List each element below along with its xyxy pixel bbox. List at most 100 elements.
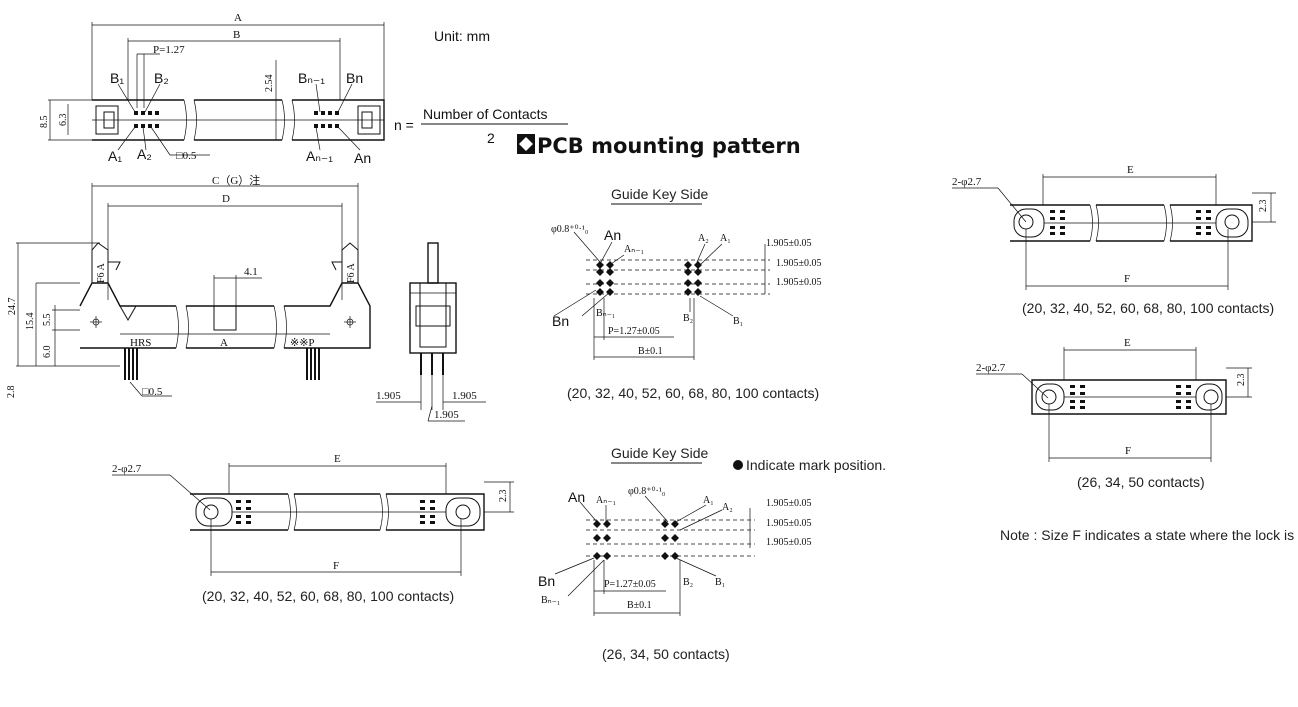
pcb-top-pitch: P=1.27±0.05 xyxy=(608,326,660,337)
right-view-bottom: E 2-φ2.7 2.3 F (26, 34, 50 contacts) xyxy=(976,337,1252,490)
suffix-label: ※※P xyxy=(290,337,315,349)
label-a1: A₁ xyxy=(108,148,122,164)
pcb-bottom-caption: (26, 34, 50 contacts) xyxy=(602,646,730,662)
dim-c-label: C（G）注 xyxy=(212,173,260,187)
height-28: 2.8 xyxy=(6,386,17,399)
contacts-formula: n = Number of Contacts 2 xyxy=(394,106,568,146)
section-title-text: PCB mounting pattern xyxy=(537,134,801,158)
side-view: 1.905 1.905 1.905 xyxy=(376,242,486,422)
front-pin-size: □0.5 xyxy=(142,386,163,398)
pcb-top-a2: A₂ xyxy=(698,233,709,244)
side-dim-left: 1.905 xyxy=(376,390,401,402)
pcb-bottom-b1: B₁ xyxy=(715,577,725,588)
top-view-pins xyxy=(134,111,339,128)
left-caption: (20, 32, 40, 52, 60, 68, 80, 100 contact… xyxy=(202,588,454,604)
pcb-bottom-an1: Aₙ₋₁ xyxy=(596,495,616,506)
height-63: 6.3 xyxy=(58,114,69,127)
rt-e-label: E xyxy=(1127,164,1134,176)
dim-41-label: 4.1 xyxy=(244,266,258,278)
left-e-label: E xyxy=(334,453,341,465)
left-h-label: 2.3 xyxy=(498,490,509,503)
pcb-top-an: An xyxy=(604,227,621,243)
pcb-bottom-pitch: P=1.27±0.05 xyxy=(604,579,656,590)
height-55: 5.5 xyxy=(42,314,53,327)
pcb-pattern-top: Guide Key Side φ0.8⁺⁰·¹₀ An Aₙ₋₁ A₂ A₁ 1… xyxy=(551,186,822,401)
right-view-top: E 2-φ2.7 2.3 F (20, 32, 40, 52, 60, 68, … xyxy=(952,164,1276,316)
latch-mark-left: F6 A xyxy=(96,262,107,283)
rb-e-label: E xyxy=(1124,337,1131,349)
top-view: A B P=1.27 8.5 6.3 2.54 xyxy=(39,12,385,166)
unit-label: Unit: mm xyxy=(434,28,490,44)
rt-h-label: 2.3 xyxy=(1258,200,1269,213)
left-contacts xyxy=(236,500,435,524)
pitch-label: P=1.27 xyxy=(153,44,185,56)
pcb-pattern-bottom: Guide Key Side Indicate mark position. φ… xyxy=(538,445,886,662)
lock-note: Note : Size F indicates a state where th… xyxy=(1000,527,1298,543)
hole-size-bottom: φ0.8⁺⁰·¹₀ xyxy=(628,486,666,497)
rt-f-label: F xyxy=(1124,273,1130,285)
pin-size-label: □0.5 xyxy=(176,150,197,162)
formula-numerator: Number of Contacts xyxy=(423,106,548,122)
pcb-bottom-btol: B±0.1 xyxy=(627,600,652,611)
left-f-label: F xyxy=(333,560,339,572)
pcb-bottom-bn1: Bₙ₋₁ xyxy=(541,595,560,606)
label-a2: A₂ xyxy=(137,146,152,162)
rb-h-label: 2.3 xyxy=(1236,374,1247,387)
section-title: PCB mounting pattern xyxy=(517,134,801,158)
pcb-top-caption: (20, 32, 40, 52, 60, 68, 80, 100 contact… xyxy=(567,385,819,401)
rb-caption: (26, 34, 50 contacts) xyxy=(1077,474,1205,490)
middle-label: A xyxy=(220,337,228,349)
pcb-top-s1: 1.905±0.05 xyxy=(766,238,812,249)
dim-d-label: D xyxy=(222,193,230,205)
pcb-bottom-a2: A₂ xyxy=(722,502,733,513)
front-view-pins xyxy=(124,348,320,380)
pcb-top-btol: B±0.1 xyxy=(638,346,663,357)
left-holes-label: 2-φ2.7 xyxy=(112,463,142,475)
height-247: 24.7 xyxy=(7,298,18,316)
rb-contacts xyxy=(1070,385,1191,409)
rt-caption: (20, 32, 40, 52, 60, 68, 80, 100 contact… xyxy=(1022,300,1274,316)
label-bn: Bn xyxy=(346,70,363,86)
height-60: 6.0 xyxy=(42,346,53,359)
pcb-bottom-s2: 1.905±0.05 xyxy=(766,518,812,529)
rt-holes-label: 2-φ2.7 xyxy=(952,176,982,188)
pcb-bottom-s1: 1.905±0.05 xyxy=(766,498,812,509)
formula-lhs: n = xyxy=(394,117,414,133)
height-85: 8.5 xyxy=(39,116,50,129)
pcb-bottom-a1: A₁ xyxy=(703,495,714,506)
dim-b-label: B xyxy=(233,29,240,41)
latch-mark-right: F6 A xyxy=(346,262,357,283)
rb-f-label: F xyxy=(1125,445,1131,457)
pcb-bottom-b2: B₂ xyxy=(683,577,693,588)
pcb-top-bn1: Bₙ₋₁ xyxy=(596,308,615,319)
pcb-bottom-holes xyxy=(593,520,679,560)
pcb-top-a1: A₁ xyxy=(720,233,731,244)
pcb-top-holes xyxy=(596,261,702,296)
guide-key-label-bottom: Guide Key Side xyxy=(611,445,708,461)
label-b2: B₂ xyxy=(154,70,169,86)
brand-label: HRS xyxy=(130,337,151,349)
rb-holes-label: 2-φ2.7 xyxy=(976,362,1006,374)
guide-key-label-top: Guide Key Side xyxy=(611,186,708,202)
side-dim-bottom: 1.905 xyxy=(434,409,459,421)
label-bn1: Bₙ₋₁ xyxy=(298,70,325,86)
pcb-bottom-bn: Bn xyxy=(538,573,555,589)
hole-size-top: φ0.8⁺⁰·¹₀ xyxy=(551,224,589,235)
rt-contacts xyxy=(1050,210,1211,235)
label-b1: B₁ xyxy=(110,70,124,86)
front-view: C（G）注 D 4.1 24.7 15.4 5.5 6.0 2.8 F6 A F… xyxy=(6,173,371,399)
formula-denominator: 2 xyxy=(487,130,495,146)
pcb-top-bn: Bn xyxy=(552,313,569,329)
label-an: An xyxy=(354,150,371,166)
indicate-note: Indicate mark position. xyxy=(746,457,886,473)
pcb-bottom-an: An xyxy=(568,489,585,505)
pcb-bottom-s3: 1.905±0.05 xyxy=(766,537,812,548)
pcb-top-b1: B₁ xyxy=(733,316,743,327)
pcb-top-s3: 1.905±0.05 xyxy=(776,277,822,288)
pcb-top-s2: 1.905±0.05 xyxy=(776,258,822,269)
bottom-view-left: E 2-φ2.7 2.3 F (20, 32, 40, 52, 60, 68, … xyxy=(112,453,514,604)
pcb-top-an1: Aₙ₋₁ xyxy=(624,244,644,255)
dim-a-label: A xyxy=(234,12,242,24)
height-154: 15.4 xyxy=(25,313,36,331)
